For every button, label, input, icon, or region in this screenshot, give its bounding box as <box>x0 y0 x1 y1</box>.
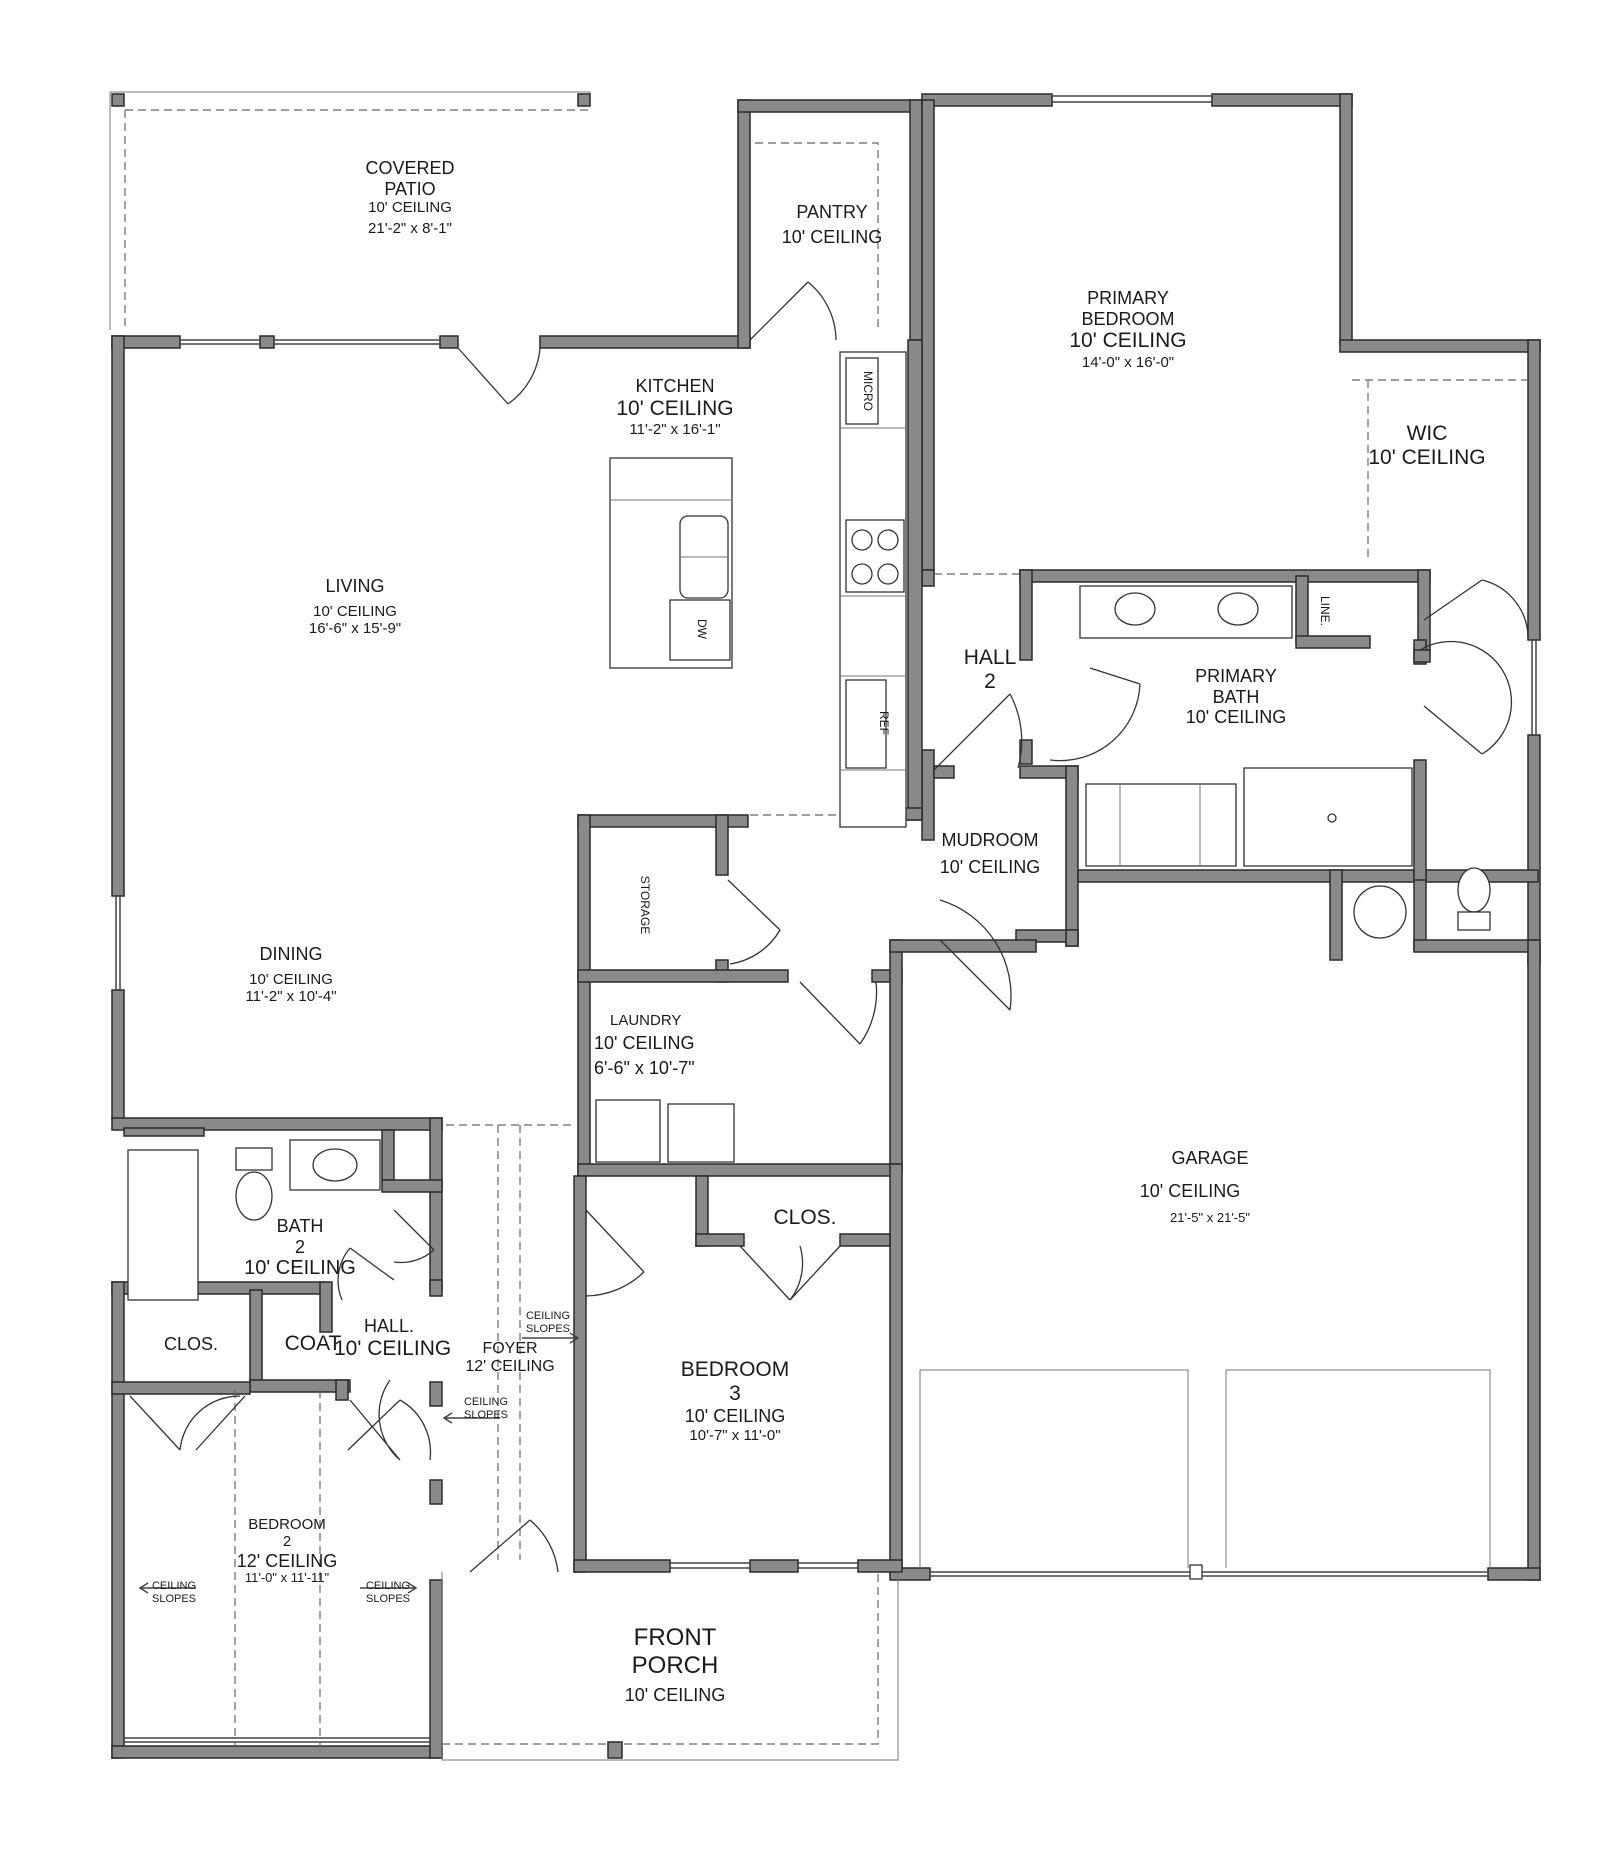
note-text: SLOPES <box>365 1592 411 1605</box>
ceiling-height: 12' CEILING <box>236 1550 338 1571</box>
room-name: MUDROOM <box>941 830 1039 850</box>
ceiling-height: 10' CEILING <box>939 856 1041 877</box>
slope-arrows <box>138 1332 580 1594</box>
room-dimensions: 21'-5" x 21'-5" <box>1170 1210 1250 1226</box>
room-name: BEDROOM <box>248 1516 326 1533</box>
room-dimensions: 21'-2" x 8'-1" <box>368 219 452 237</box>
ceiling-height: 10' CEILING <box>313 602 397 620</box>
ceiling-height: 10' CEILING <box>624 1685 726 1706</box>
front-porch-label: FRONT PORCH 10' CEILING <box>610 1624 740 1706</box>
room-dimensions: 11'-0" x 11'-11" <box>244 1570 330 1586</box>
laundry-label: LAUNDRY 10' CEILING 6'-6" x 10'-7" <box>594 1012 724 1079</box>
micro-label: MICRO <box>861 371 875 411</box>
ceiling-height: 10' CEILING <box>781 226 883 247</box>
ceiling-slopes-note: CEILING SLOPES <box>358 1580 418 1605</box>
room-dimensions: 11'-2" x 10'-4" <box>245 987 337 1005</box>
room-name: FOYER <box>482 1340 538 1357</box>
room-dimensions: 11'-2" x 16'-1" <box>629 420 721 438</box>
room-name: CLOS. <box>163 1334 219 1354</box>
primary-bath-label: PRIMARY BATH 10' CEILING <box>1176 666 1296 728</box>
room-name: CLOS. <box>773 1206 837 1229</box>
ceiling-height: 10' CEILING <box>244 1257 356 1280</box>
ceiling-height: 10' CEILING <box>1069 329 1187 353</box>
bath-fixtures <box>127 585 1491 1301</box>
room-name: 3 <box>729 1382 741 1406</box>
room-name: BEDROOM <box>1081 308 1175 329</box>
room-name: KITCHEN <box>635 376 715 396</box>
room-name: HALL. <box>363 1316 415 1336</box>
room-name: PORCH <box>631 1651 719 1679</box>
room-name: PRIMARY <box>1087 288 1169 308</box>
ceiling-slopes-note: CEILING SLOPES <box>144 1580 204 1605</box>
linen-label: LINE. <box>1318 595 1333 627</box>
room-name: 2 <box>282 1533 292 1551</box>
ceiling-height: 10' CEILING <box>368 199 452 217</box>
hall-label: HALL. 10' CEILING <box>334 1316 452 1361</box>
room-name: BATH <box>276 1216 324 1236</box>
doors <box>129 281 1529 1573</box>
ceiling-height: 10' CEILING <box>1185 707 1287 728</box>
bath2-label: BATH 2 10' CEILING <box>240 1216 360 1280</box>
ceiling-height: 10' CEILING <box>1139 1180 1241 1201</box>
pantry-label: PANTRY 10' CEILING <box>772 202 892 247</box>
ceiling-height: 10' CEILING <box>334 1336 452 1360</box>
clos-bed2-label: CLOS. <box>156 1334 226 1355</box>
room-name: 2 <box>294 1236 305 1257</box>
dining-label: DINING 10' CEILING 11'-2" x 10'-4" <box>226 944 356 1005</box>
note-text: CEILING <box>365 1580 410 1592</box>
clos-bed3-label: CLOS. <box>770 1206 840 1230</box>
ref-label: REF <box>877 711 891 735</box>
room-name: PATIO <box>384 178 436 199</box>
dw-label: DW <box>695 619 709 639</box>
hall2-label: HALL 2 <box>960 646 1020 694</box>
room-name: PRIMARY <box>1195 666 1277 686</box>
covered-patio-label: COVERED PATIO 10' CEILING 21'-2" x 8'-1" <box>360 158 460 237</box>
ceiling-height: 10' CEILING <box>616 396 734 420</box>
coat-label: COAT <box>278 1332 348 1356</box>
room-name: LIVING <box>325 576 385 596</box>
room-name: FRONT <box>633 1624 717 1651</box>
room-dimensions: 16'-6" x 15'-9" <box>308 619 402 637</box>
room-name: COVERED <box>365 158 455 178</box>
room-name: COAT <box>284 1332 342 1355</box>
room-name: PANTRY <box>796 202 868 222</box>
note-text: SLOPES <box>151 1592 197 1605</box>
room-name: WIC <box>1406 422 1448 445</box>
room-name: 2 <box>984 670 996 694</box>
ceiling-slopes-note: CEILING SLOPES <box>456 1396 516 1421</box>
ceiling-height: 10' CEILING <box>249 970 333 988</box>
wic-label: WIC 10' CEILING <box>1362 422 1492 470</box>
mudroom-label: MUDROOM 10' CEILING <box>930 830 1050 877</box>
room-name: LAUNDRY <box>610 1012 682 1029</box>
note-text: SLOPES <box>525 1322 571 1335</box>
ceiling-height: 12' CEILING <box>465 1358 555 1376</box>
room-name: BEDROOM <box>680 1358 790 1381</box>
living-label: LIVING 10' CEILING 16'-6" x 15'-9" <box>290 576 420 637</box>
ceiling-slopes-note: CEILING SLOPES <box>518 1310 578 1335</box>
note-text: CEILING <box>463 1396 508 1408</box>
kitchen-fixtures <box>609 351 907 828</box>
note-text: CEILING <box>525 1310 570 1322</box>
ceiling-height: 10' CEILING <box>684 1406 786 1427</box>
bedroom3-label: BEDROOM 3 10' CEILING 10'-7" x 11'-0" <box>660 1358 810 1444</box>
room-dimensions: 6'-6" x 10'-7" <box>594 1057 695 1078</box>
note-text: CEILING <box>151 1580 196 1592</box>
room-name: HALL <box>963 646 1017 669</box>
note-text: SLOPES <box>463 1408 509 1421</box>
room-name: DINING <box>259 944 323 964</box>
walls <box>109 91 1541 1761</box>
bedroom2-label: BEDROOM 2 12' CEILING 11'-0" x 11'-11" <box>222 1516 352 1586</box>
garage-label: GARAGE 10' CEILING 21'-5" x 21'-5" <box>1130 1148 1290 1226</box>
room-dimensions: 14'-0" x 16'-0" <box>1081 353 1175 371</box>
room-dimensions: 10'-7" x 11'-0" <box>689 1426 781 1444</box>
room-name: GARAGE <box>1171 1148 1249 1168</box>
primary-bedroom-label: PRIMARY BEDROOM 10' CEILING 14'-0" x 16'… <box>1058 288 1198 371</box>
kitchen-label: KITCHEN 10' CEILING 11'-2" x 16'-1" <box>610 376 740 438</box>
storage-label: STORAGE <box>638 875 653 935</box>
foyer-label: FOYER 12' CEILING <box>450 1340 570 1377</box>
ceiling-height: 10' CEILING <box>1368 446 1486 470</box>
ceiling-height: 10' CEILING <box>594 1033 695 1054</box>
room-name: BATH <box>1212 686 1260 707</box>
